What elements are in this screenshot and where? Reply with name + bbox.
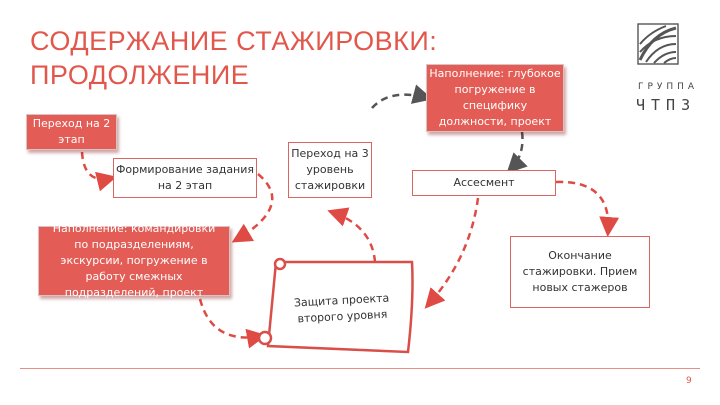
assessment-box: Ассесмент <box>412 170 556 196</box>
arrow-defense-to-transition3 <box>327 207 377 263</box>
arrow-trips-to-defense <box>198 298 267 349</box>
internship-end-label: Окончание стажировки. Прием новых стажер… <box>522 249 638 294</box>
company-logo-icon <box>637 23 679 65</box>
title-line-2: ПРОДОЛЖЕНИЕ <box>30 60 250 90</box>
forming-task-label: Формирование задания на 2 этап <box>115 163 255 192</box>
logo-text-name: ЧТПЗ <box>636 96 697 114</box>
logo-text-group: ГРУППА <box>638 82 699 92</box>
project-defense-box: Защита проекта второго уровня <box>287 285 397 333</box>
arrow-forming-to-trips <box>231 173 274 243</box>
arrow-transition2-to-forming <box>80 151 117 192</box>
arrow-deep-to-assessment <box>506 131 528 174</box>
project-defense-label: Защита проекта второго уровня <box>293 291 390 326</box>
arrow-transition3-to-deep <box>371 84 433 109</box>
footer-divider <box>20 368 700 369</box>
transition-stage3-label: Переход на 3 уровень стажировки <box>291 147 369 192</box>
fill-trips-label: Наполнение: командировки по подразделени… <box>52 222 216 299</box>
fill-deep-label: Наполнение: глубокое погружение в специф… <box>429 67 561 128</box>
transition-stage2-box: Переход на 2 этап <box>26 114 117 150</box>
assessment-label: Ассесмент <box>453 176 515 189</box>
transition-stage2-label: Переход на 2 этап <box>32 117 111 146</box>
title-line-1: СОДЕРЖАНИЕ СТАЖИРОВКИ: <box>30 26 438 56</box>
forming-task-box: Формирование задания на 2 этап <box>113 158 257 198</box>
defense-scroll-shape <box>257 257 414 354</box>
slide-title: СОДЕРЖАНИЕ СТАЖИРОВКИ: ПРОДОЛЖЕНИЕ <box>30 24 500 92</box>
fill-trips-box: Наполнение: командировки по подразделени… <box>38 222 230 299</box>
fill-deep-box: Наполнение: глубокое погружение в специф… <box>426 64 564 132</box>
transition-stage3-box: Переход на 3 уровень стажировки <box>288 142 372 198</box>
internship-end-box: Окончание стажировки. Прием новых стажер… <box>510 236 650 308</box>
page-number: 9 <box>686 376 692 386</box>
arrow-assessment-to-defense <box>424 197 480 309</box>
arrow-assessment-to-end <box>555 180 620 237</box>
